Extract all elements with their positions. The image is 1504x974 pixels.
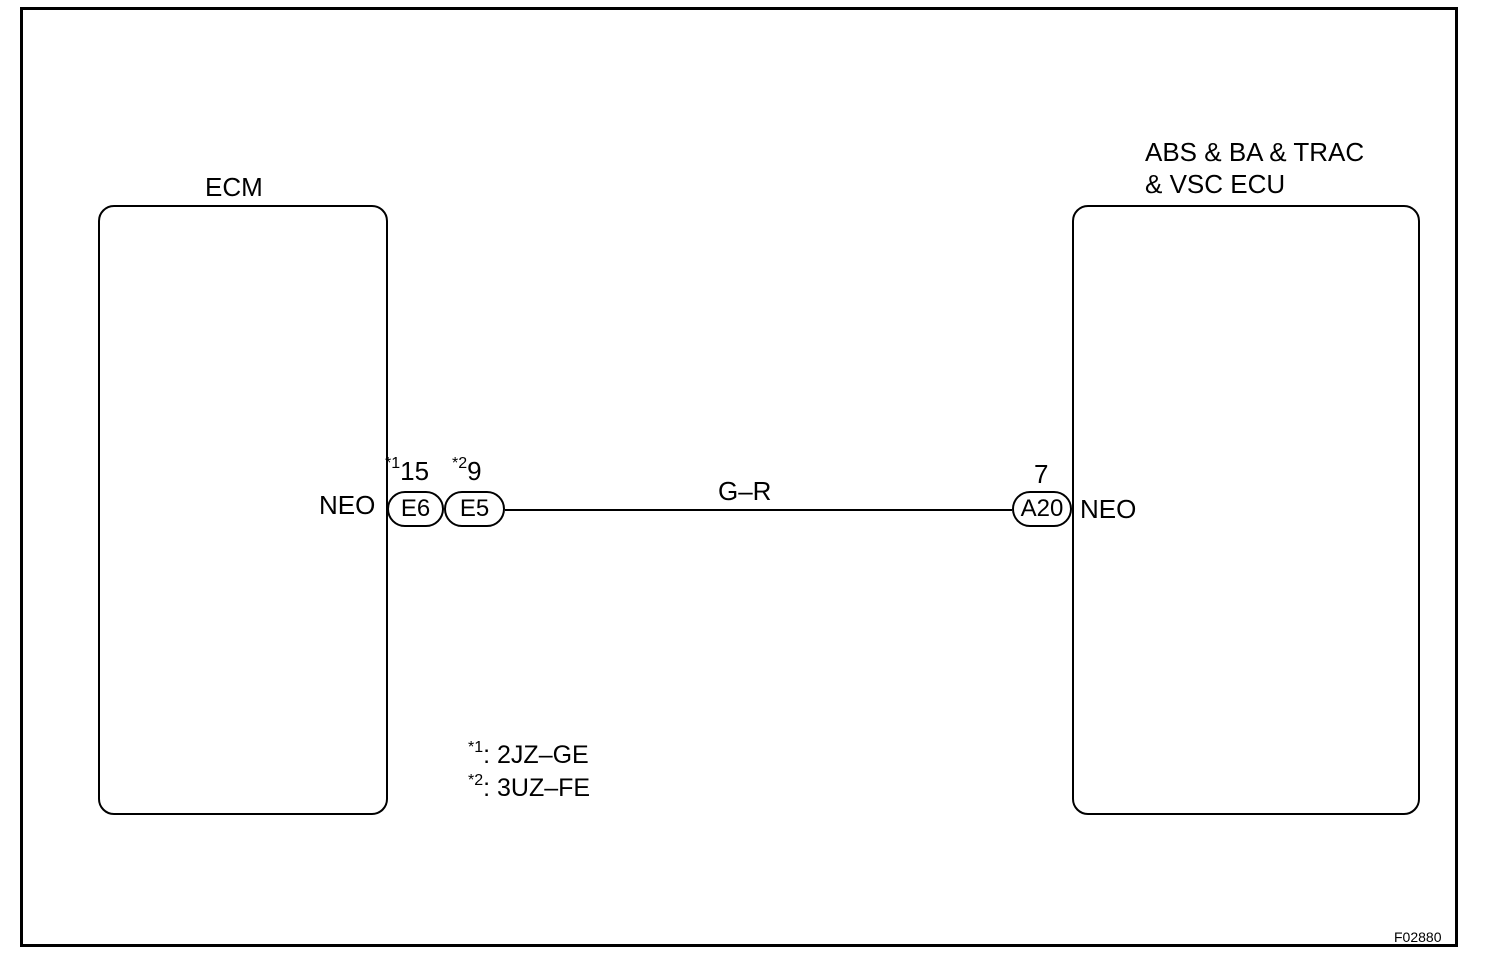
footnote-2-marker: *2 (468, 772, 484, 789)
abs-ecu-title-line2: & VSC ECU (1145, 169, 1286, 199)
wire-g-r (505, 509, 1012, 511)
e6-marker: *1 (385, 455, 401, 472)
abs-ecu-box (1072, 205, 1420, 815)
e5-marker: *2 (452, 455, 468, 472)
footnote-2-text: : 3UZ–FE (483, 774, 591, 802)
e6-pin-number: 15 (400, 456, 430, 486)
e5-pin-number: 9 (467, 456, 482, 486)
ecm-pin-name: NEO (319, 490, 376, 520)
diagram-frame (20, 7, 1458, 947)
connector-e6: E6 (387, 491, 444, 527)
ecm-pin-e6-number: *115 (385, 455, 430, 487)
footnote-1: *1: 2JZ–GE (468, 740, 589, 770)
footnote-1-text: : 2JZ–GE (483, 741, 589, 769)
footnote-1-marker: *1 (468, 739, 484, 756)
abs-ecu-pin-name: NEO (1080, 494, 1137, 524)
connector-a20: A20 (1012, 491, 1072, 527)
wire-color-label: G–R (718, 476, 772, 506)
abs-pin-number: 7 (1034, 459, 1049, 489)
figure-id: F02880 (1394, 929, 1442, 945)
ecm-title: ECM (205, 172, 263, 202)
abs-ecu-title-line1: ABS & BA & TRAC (1145, 137, 1365, 167)
connector-e5: E5 (444, 491, 505, 527)
ecm-pin-e5-number: *29 (452, 455, 482, 487)
footnote-2: *2: 3UZ–FE (468, 773, 590, 803)
